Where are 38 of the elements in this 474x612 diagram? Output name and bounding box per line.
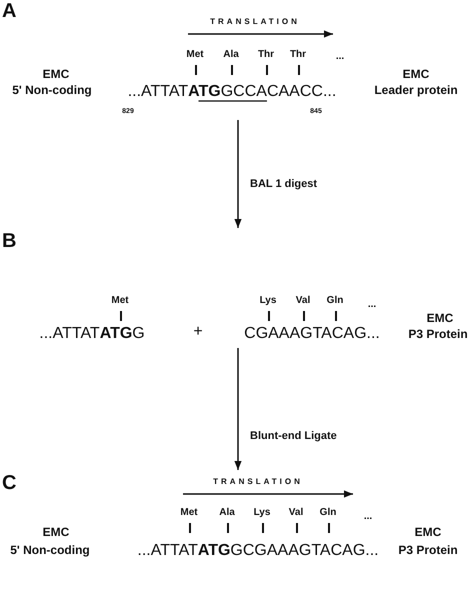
amino-acid-label: Lys <box>254 508 270 518</box>
amino-acid-label: ... <box>336 52 344 62</box>
region-label: EMC <box>402 68 430 80</box>
amino-acid-label: Met <box>111 296 129 306</box>
amino-acid-label: Val <box>296 296 310 306</box>
amino-acid-label: Thr <box>290 50 306 60</box>
nucleotide-sequence: ...ATTATATGG <box>39 326 145 342</box>
nucleotide-sequence: CGAAAGTACAG... <box>244 326 380 342</box>
edge-label: BAL 1 digest <box>250 178 318 190</box>
region-label: EMC <box>42 526 70 538</box>
edge-label: Blunt-end Ligate <box>250 430 337 442</box>
nucleotide-sequence: + <box>193 324 203 340</box>
direction-label: TRANSLATION <box>213 478 303 486</box>
panel-letter: B <box>2 230 16 253</box>
region-label: EMC <box>42 68 70 80</box>
panel-letter: C <box>2 472 16 495</box>
arrow <box>234 348 242 470</box>
region-label: P3 Protein <box>398 544 458 556</box>
region-label: EMC <box>414 526 442 538</box>
nucleotide-sequence: ...ATTATATGGCCACAACC... <box>128 84 336 100</box>
region-label: P3 Protein <box>408 328 468 340</box>
panel-letter: A <box>2 0 16 23</box>
arrow <box>234 120 242 228</box>
amino-acid-label: Gln <box>320 508 336 518</box>
direction-label: TRANSLATION <box>210 18 300 26</box>
region-label: Leader protein <box>374 84 458 96</box>
amino-acid-label: Met <box>180 508 198 518</box>
amino-acid-label: ... <box>368 300 376 310</box>
amino-acid-label: Val <box>288 508 304 518</box>
amino-acid-label: Lys <box>260 296 276 306</box>
amino-acid-label: Met <box>186 50 204 60</box>
amino-acid-label: Ala <box>219 508 235 518</box>
amino-acid-label: ... <box>364 512 372 522</box>
region-label: EMC <box>426 312 454 324</box>
nucleotide-sequence: ...ATTATATGGCGAAAGTACAG... <box>137 543 379 559</box>
amino-acid-label: Thr <box>258 50 274 60</box>
amino-acid-label: Gln <box>326 296 344 306</box>
amino-acid-label: Ala <box>223 50 239 60</box>
